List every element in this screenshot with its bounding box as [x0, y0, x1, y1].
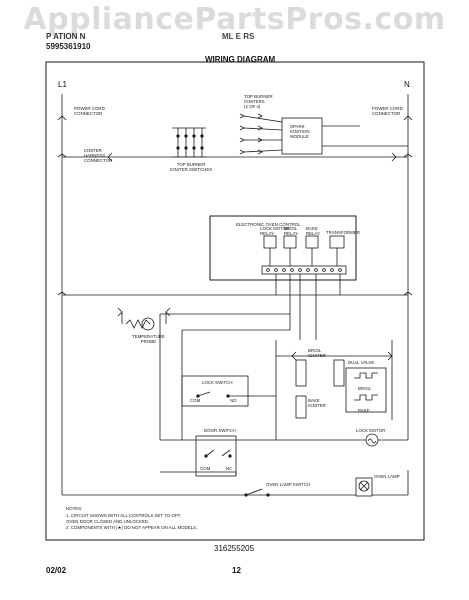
lock-motor-label: LOCK MOTOR: [356, 428, 386, 433]
power-cord-right-label: POWER CORD CONNECTOR: [372, 106, 403, 116]
top-burner-switches-label: TOP BURNER IGNITER SWITCHES: [170, 162, 213, 172]
footer-date: 02/02: [46, 566, 67, 575]
igniter-harness-connector: [107, 152, 113, 162]
oven-control-relays: [263, 235, 345, 266]
watermark-text: AppliancePartsPros.com: [23, 2, 446, 37]
igniter-harness-connector-right: [391, 152, 397, 162]
spark-module-label: SPARK IGNITION MODULE: [290, 124, 310, 139]
door-switch-com: COM: [200, 466, 211, 471]
door-switch-nc: NC: [226, 466, 233, 471]
relay-lock-label: LOCK MOTOR RELAY: [260, 226, 290, 236]
header-publication-label: P ATION N: [46, 32, 86, 41]
dual-valve-label: DUAL VALVE: [348, 360, 375, 365]
bake-igniter-element: [295, 395, 307, 419]
igniter-harness-label: IGNITER HARNESS CONNECTOR: [84, 148, 113, 163]
lock-motor-symbol: [365, 433, 379, 447]
oven-control-terminal-strip: [261, 265, 347, 275]
relay-broil-label: BROIL RELAY: [284, 226, 299, 236]
bake-igniter-label: BAKE IGNITER: [308, 398, 326, 408]
temperature-probe-label: TEMPERATURE PROBE: [132, 334, 165, 344]
lock-switch-box: [181, 375, 249, 407]
lock-switch-com: COM: [190, 398, 201, 403]
terminal-l1: L1: [58, 80, 67, 89]
oven-control-box: [209, 215, 357, 281]
temperature-probe: [117, 307, 171, 331]
door-switch-label: DOOR SWITCH: [204, 428, 236, 433]
notes-heading: NOTES:: [66, 506, 83, 511]
spark-module-box: [281, 117, 323, 155]
broil-igniter-label: BROIL IGNITER: [308, 348, 326, 358]
top-burner-igniters: [239, 113, 283, 155]
dual-valve-box: [345, 367, 387, 413]
broil-resistor-element: [333, 359, 345, 387]
part-number: 316255205: [214, 544, 255, 553]
oven-lamp-label: OVEN LAMP: [374, 474, 400, 479]
footer-page-number: 12: [232, 566, 241, 575]
broil-valve-label: BROIL: [358, 386, 372, 391]
diagram-frame: [45, 61, 425, 541]
notes-item-1-cont: OVEN DOOR CLOSED AND UNLOCKED.: [66, 519, 150, 524]
bake-valve-label: BAKE: [358, 408, 370, 413]
notes-item-1: 1. CIRCUIT SHOWN WITH ALL CONTROLS SET T…: [66, 513, 181, 518]
power-cord-left-connector: [57, 115, 67, 121]
header-publication-number: 5995361910: [46, 42, 91, 51]
top-burner-switches: [172, 127, 206, 158]
terminal-n: N: [404, 80, 410, 89]
broil-igniter-element: [295, 359, 307, 387]
oven-control-label: ELECTRONIC OVEN CONTROL: [236, 222, 301, 227]
header-model-label: ML E RS: [222, 32, 255, 41]
notes-item-2: 2. COMPONENTS WITH (★) DO NOT APPEAR ON …: [66, 525, 198, 530]
top-burner-igniters-label: TOP BURNER IGNITERS (2 OF 4): [244, 94, 273, 109]
transformer-label: TRANSFORMER: [326, 230, 360, 235]
lock-switch-no: NO: [230, 398, 237, 403]
relay-bake-label: BAKE RELAY: [306, 226, 321, 236]
oven-lamp-switch-label: OVEN LAMP SWITCH: [266, 482, 311, 487]
lock-switch-label: LOCK SWITCH: [202, 380, 233, 385]
broil-valve-coil: [354, 372, 378, 379]
bake-valve-coil: [354, 394, 378, 401]
diagram-title: WIRING DIAGRAM: [205, 55, 276, 64]
power-cord-right-connector: [403, 115, 413, 121]
power-cord-left-label: POWER CORD CONNECTOR: [74, 106, 105, 116]
door-switch-box: [195, 435, 237, 477]
